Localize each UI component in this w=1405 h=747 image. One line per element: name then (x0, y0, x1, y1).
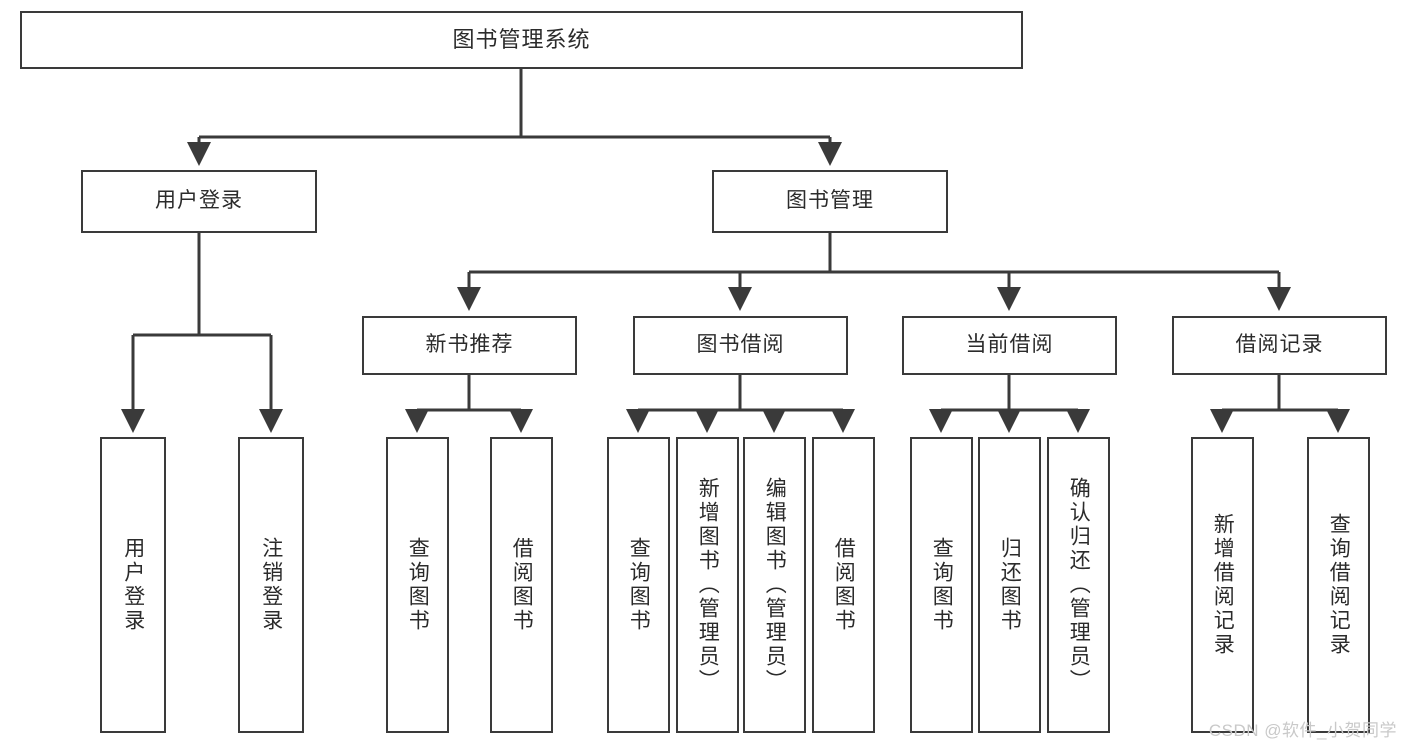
node-leaf-add-record-label: 新增借阅记录 (1211, 513, 1235, 657)
node-borrow-record[interactable]: 借阅记录 (1172, 316, 1387, 375)
node-leaf-borrow-book-2-label: 借阅图书 (832, 537, 856, 633)
node-leaf-query-record-label: 查询借阅记录 (1327, 513, 1351, 657)
node-leaf-query-record[interactable]: 查询借阅记录 (1307, 437, 1370, 733)
node-leaf-return-book-label: 归还图书 (998, 537, 1022, 633)
node-leaf-query-book-2-label: 查询图书 (627, 537, 651, 633)
node-current-borrow-label: 当前借阅 (965, 333, 1054, 357)
node-leaf-logout-label: 注销登录 (259, 537, 283, 633)
node-new-book-rec[interactable]: 新书推荐 (362, 316, 577, 375)
node-leaf-add-record[interactable]: 新增借阅记录 (1191, 437, 1254, 733)
watermark-text: CSDN @软件_小贺同学 (1208, 721, 1397, 740)
node-leaf-user-login-label: 用户登录 (121, 537, 145, 633)
node-new-book-rec-label: 新书推荐 (425, 333, 514, 357)
node-leaf-borrow-book-1[interactable]: 借阅图书 (490, 437, 553, 733)
node-leaf-query-book-3-label: 查询图书 (930, 537, 954, 633)
node-leaf-logout[interactable]: 注销登录 (238, 437, 304, 733)
node-leaf-query-book-1-label: 查询图书 (406, 537, 430, 633)
node-current-borrow[interactable]: 当前借阅 (902, 316, 1117, 375)
node-book-manage[interactable]: 图书管理 (712, 170, 948, 233)
node-leaf-confirm-return-label: 确认归还（管理员） (1067, 477, 1091, 693)
node-book-borrow-label: 图书借阅 (696, 333, 785, 357)
node-leaf-query-book-1[interactable]: 查询图书 (386, 437, 449, 733)
node-leaf-confirm-return[interactable]: 确认归还（管理员） (1047, 437, 1110, 733)
node-user-login-label: 用户登录 (155, 189, 243, 213)
node-leaf-edit-book[interactable]: 编辑图书（管理员） (743, 437, 806, 733)
node-leaf-user-login[interactable]: 用户登录 (100, 437, 166, 733)
node-user-login[interactable]: 用户登录 (81, 170, 317, 233)
node-leaf-edit-book-label: 编辑图书（管理员） (763, 477, 787, 693)
node-borrow-record-label: 借阅记录 (1235, 333, 1324, 357)
node-leaf-borrow-book-2[interactable]: 借阅图书 (812, 437, 875, 733)
node-leaf-query-book-2[interactable]: 查询图书 (607, 437, 670, 733)
node-leaf-add-book[interactable]: 新增图书（管理员） (676, 437, 739, 733)
node-leaf-return-book[interactable]: 归还图书 (978, 437, 1041, 733)
node-leaf-add-book-label: 新增图书（管理员） (696, 477, 720, 693)
node-root-label: 图书管理系统 (452, 27, 591, 53)
node-book-borrow[interactable]: 图书借阅 (633, 316, 848, 375)
node-leaf-borrow-book-1-label: 借阅图书 (510, 537, 534, 633)
node-leaf-query-book-3[interactable]: 查询图书 (910, 437, 973, 733)
node-book-manage-label: 图书管理 (786, 189, 874, 213)
node-root[interactable]: 图书管理系统 (20, 11, 1023, 69)
